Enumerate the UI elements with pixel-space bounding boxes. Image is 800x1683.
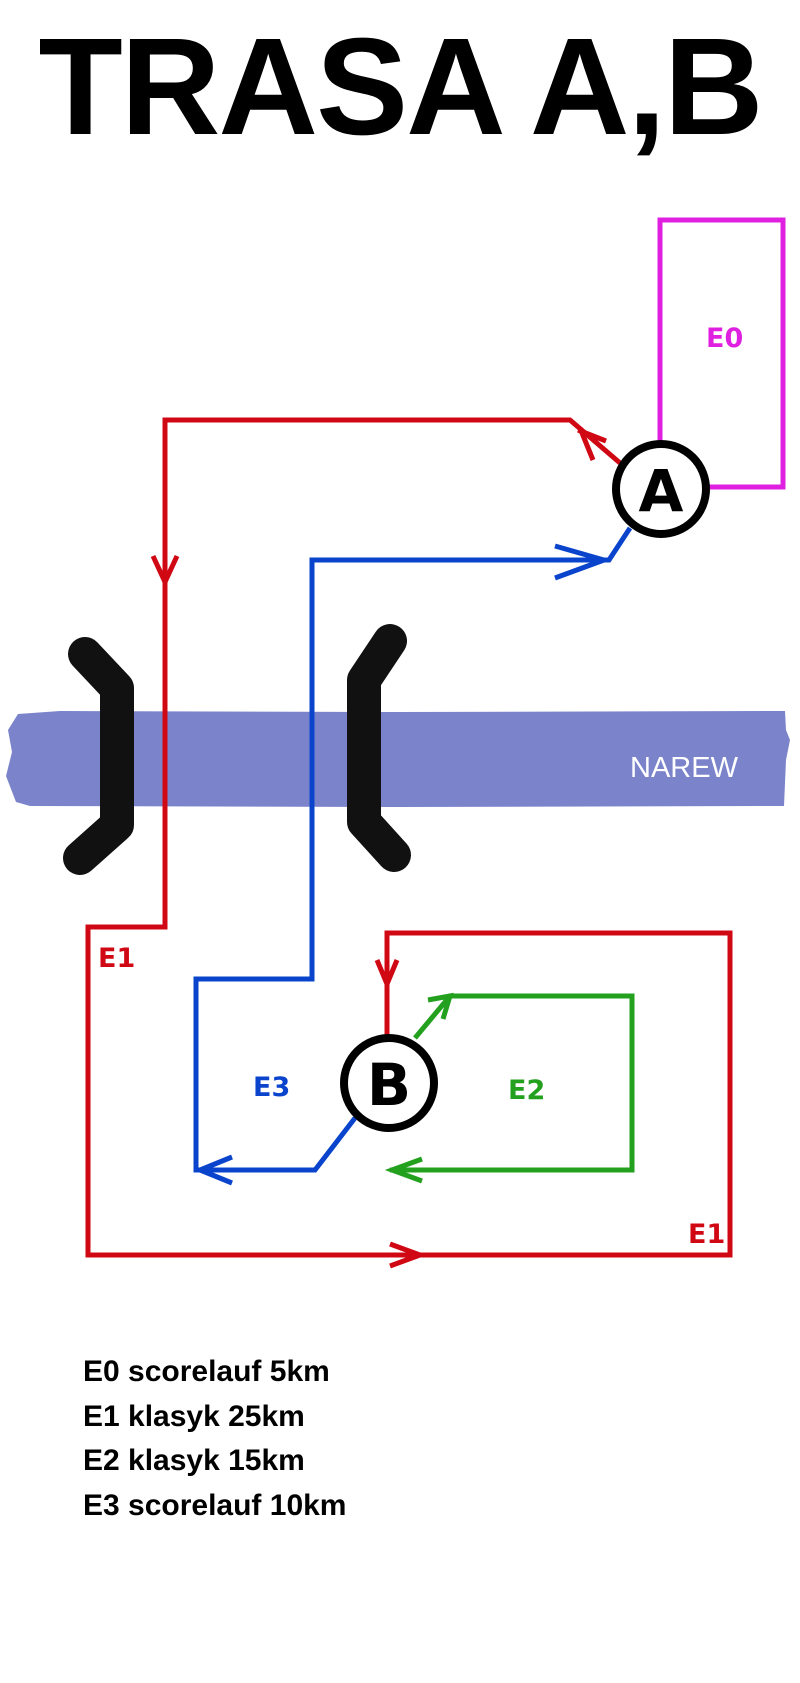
route-label-e3: E3	[253, 1072, 290, 1103]
node-b	[340, 1034, 438, 1132]
route-label-e0: E0	[706, 323, 743, 354]
legend-item-e1: E1 klasyk 25km	[83, 1399, 305, 1433]
route-e1-arrow-top2	[577, 427, 607, 444]
route-e1-arrow-down	[150, 554, 180, 588]
route-e2-arrow-2	[384, 1156, 423, 1184]
route-e1-arrow-down2	[374, 959, 400, 991]
route-e0	[657, 217, 786, 490]
legend: E0 scorelauf 5km E1 klasyk 25km E2 klasy…	[83, 1350, 346, 1528]
page-title: TRASA A,B	[38, 10, 763, 164]
node-a-label: A	[639, 457, 684, 525]
route-label-e1-lower: E1	[688, 1219, 725, 1250]
legend-item-e3: E3 scorelauf 10km	[83, 1488, 347, 1522]
bridge-right	[347, 624, 411, 872]
route-e3-arrow-2	[193, 1154, 233, 1186]
route-e3	[193, 526, 633, 1173]
route-e2-arrow-1	[427, 992, 454, 1020]
river-label: NAREW	[630, 752, 739, 784]
node-b-label: B	[367, 1051, 411, 1119]
legend-item-e2: E2 klasyk 15km	[83, 1444, 305, 1477]
bridge-left	[63, 637, 134, 875]
route-e1-upper	[85, 417, 733, 1258]
route-e1-arrow-right	[389, 1241, 428, 1269]
route-label-e2: E2	[508, 1075, 545, 1106]
legend-item-e0: E0 scorelauf 5km	[83, 1355, 330, 1388]
route-label-e1-upper: E1	[98, 943, 135, 974]
node-a	[612, 440, 710, 538]
river-narew	[6, 711, 790, 807]
route-e2	[390, 993, 635, 1173]
route-e3-arrow-1	[554, 543, 613, 581]
